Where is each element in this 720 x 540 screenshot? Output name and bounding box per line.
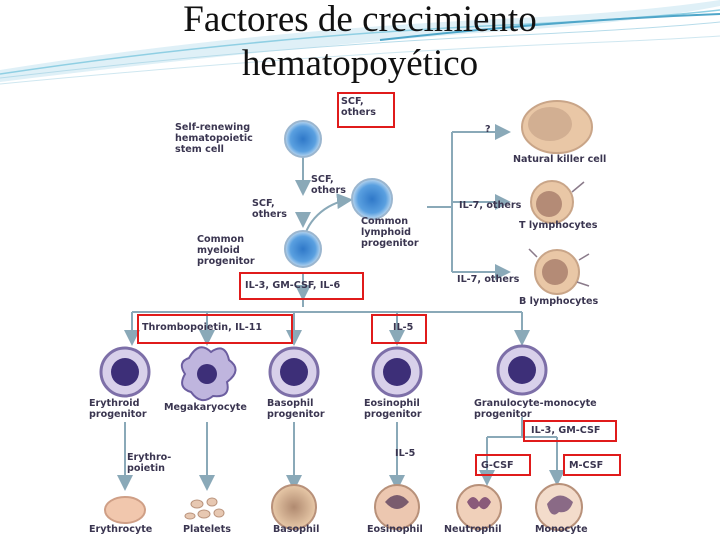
label-platelets: Platelets — [183, 524, 231, 535]
highlight-il5 — [371, 314, 427, 344]
factor-mcsf: M-CSF — [569, 460, 604, 471]
label-erythrocyte: Erythrocyte — [89, 524, 153, 535]
stem-cells — [284, 120, 393, 268]
hematopoiesis-diagram: Self-renewing hematopoietic stem cell Co… — [67, 92, 653, 540]
lymphoid-cells — [521, 100, 593, 295]
factor-il7-b: IL-7, others — [457, 274, 520, 285]
header-swoosh — [0, 0, 720, 85]
highlight-thrombopoietin — [137, 314, 293, 344]
factor-il5-mid: IL-5 — [395, 448, 416, 459]
highlight-il3-gmcsf — [523, 420, 617, 442]
factor-il3-gmcsf: IL-3, GM-CSF — [531, 425, 601, 436]
label-neutrophil: Neutrophil — [444, 524, 502, 535]
factor-il3: IL-3, GM-CSF, IL-6 — [245, 280, 341, 291]
highlight-il3-gmcsf-il6 — [239, 272, 364, 300]
label-gm-progenitor: Granulocyte-monocyte progenitor — [474, 398, 597, 420]
label-megakaryocyte: Megakaryocyte — [164, 402, 247, 413]
label-monocyte: Monocyte — [535, 524, 588, 535]
label-basophil: Basophil — [273, 524, 320, 535]
highlight-scf-top — [337, 92, 395, 128]
factor-erythropoietin: Erythro- poietin — [127, 452, 172, 474]
title-line-1: Factores de crecimiento — [183, 0, 537, 40]
label-erythroid-progenitor: Erythroid progenitor — [89, 398, 147, 420]
factor-il7-t: IL-7, others — [459, 200, 522, 211]
label-common-myeloid: Common myeloid progenitor — [197, 234, 255, 267]
factor-scf-mid: SCF, others — [311, 174, 346, 196]
factor-question: ? — [485, 124, 491, 135]
factor-thrombopoietin: Thrombopoietin, IL-11 — [142, 322, 263, 333]
label-b-lymphocytes: B lymphocytes — [519, 296, 599, 307]
factor-il5-top: IL-5 — [393, 322, 414, 333]
progenitor-cells — [99, 344, 548, 402]
label-t-lymphocytes: T lymphocytes — [519, 220, 598, 231]
factor-scf-left: SCF, others — [252, 198, 287, 220]
label-eosinophil: Eosinophil — [367, 524, 423, 535]
highlight-gcsf — [475, 454, 531, 476]
mature-cells — [104, 483, 583, 531]
factor-gcsf: G-CSF — [481, 460, 514, 471]
label-natural-killer: Natural killer cell — [513, 154, 607, 165]
label-common-lymphoid: Common lymphoid progenitor — [361, 216, 419, 249]
title-line-2: hematopoyético — [241, 43, 479, 84]
highlight-mcsf — [563, 454, 621, 476]
diagram-art — [99, 100, 593, 531]
label-self-renewing: Self-renewing hematopoietic stem cell — [175, 122, 253, 155]
factor-scf-top: SCF, others — [341, 96, 376, 118]
label-basophil-progenitor: Basophil progenitor — [267, 398, 325, 420]
label-eosinophil-progenitor: Eosinophil progenitor — [364, 398, 422, 420]
